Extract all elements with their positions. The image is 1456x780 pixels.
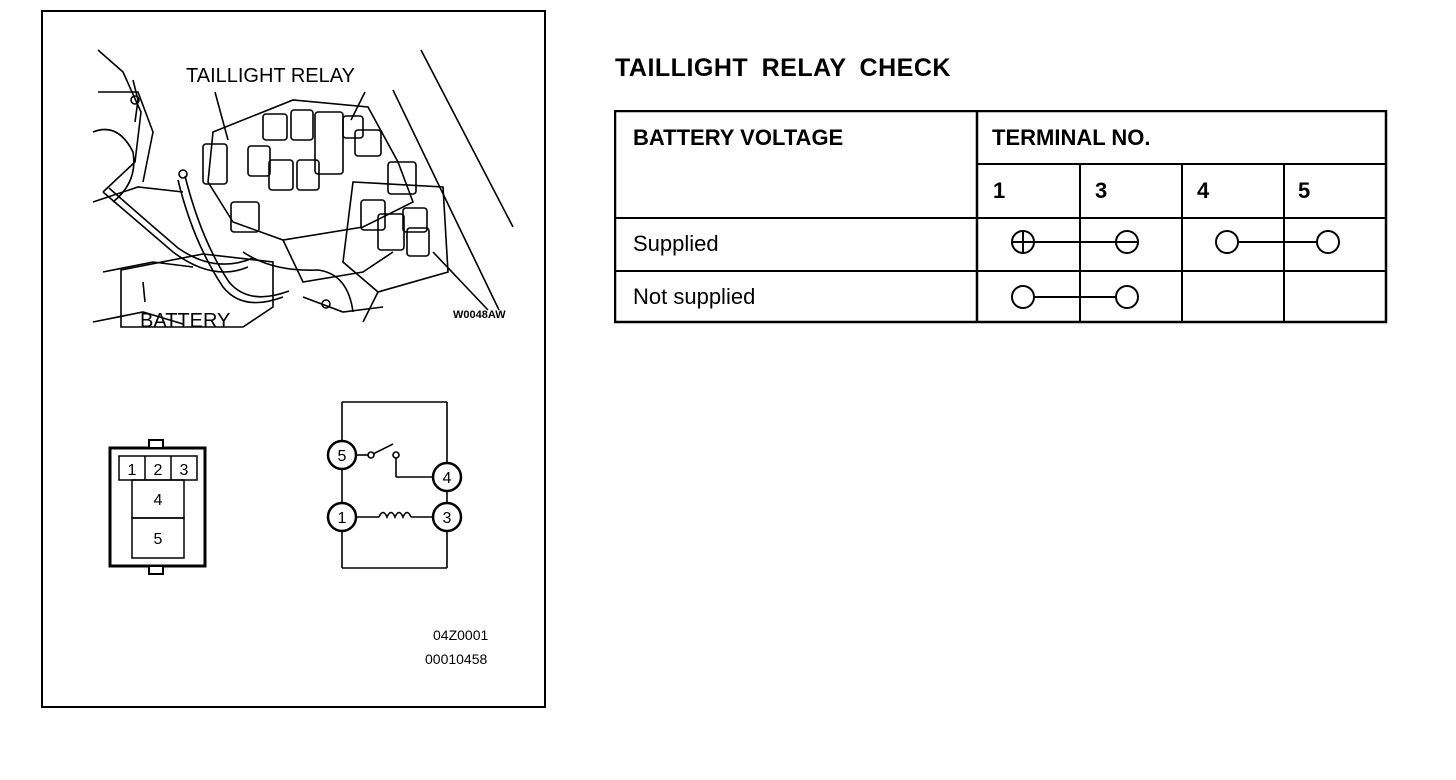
engine-bay-illustration <box>92 49 514 328</box>
row-label-not-supplied: Not supplied <box>633 284 755 309</box>
terminal-open-symbol <box>1215 230 1239 254</box>
page-title: TAILLIGHT RELAY CHECK <box>615 54 951 82</box>
terminal-open-symbol <box>1115 285 1139 309</box>
taillight-relay-label: TAILLIGHT RELAY <box>186 65 355 87</box>
connector-terminal-3: 3 <box>180 462 189 479</box>
illustration-code: W0048AW <box>453 309 506 321</box>
terminal-open-symbol <box>1316 230 1340 254</box>
battery-label: BATTERY <box>140 310 230 332</box>
figure-panel: TAILLIGHT RELAY BATTERY W0048AW 1 2 3 4 … <box>41 10 546 708</box>
header-battery-voltage: BATTERY VOLTAGE <box>633 125 843 150</box>
relay-connector: 1 2 3 4 5 <box>108 439 207 575</box>
row-label-supplied: Supplied <box>633 231 719 256</box>
figure-code-2: 00010458 <box>425 651 488 667</box>
continuity-connections <box>1011 230 1340 309</box>
continuity-table-svg: BATTERY VOLTAGE TERMINAL NO. 1 3 4 5 Sup… <box>613 109 1388 324</box>
header-terminal-no: TERMINAL NO. <box>992 125 1150 150</box>
schematic-terminal-1: 1 <box>338 510 347 527</box>
schematic-terminal-4: 4 <box>443 470 452 487</box>
connector-terminal-4: 4 <box>154 492 163 509</box>
header-terminal-1: 1 <box>993 178 1005 203</box>
schematic-terminal-3: 3 <box>443 510 452 527</box>
header-terminal-4: 4 <box>1197 178 1210 203</box>
header-terminal-3: 3 <box>1095 178 1107 203</box>
connector-terminal-1: 1 <box>128 462 137 479</box>
schematic-terminal-5: 5 <box>338 448 347 465</box>
relay-schematic <box>326 401 463 569</box>
figure-code-1: 04Z0001 <box>433 627 488 643</box>
figure-svg: TAILLIGHT RELAY BATTERY W0048AW 1 2 3 4 … <box>92 49 514 667</box>
continuity-table: BATTERY VOLTAGE TERMINAL NO. 1 3 4 5 Sup… <box>613 109 1389 331</box>
connector-terminal-2: 2 <box>154 462 163 479</box>
terminal-open-symbol <box>1011 285 1035 309</box>
connector-terminal-5: 5 <box>154 531 163 548</box>
header-terminal-5: 5 <box>1298 178 1310 203</box>
